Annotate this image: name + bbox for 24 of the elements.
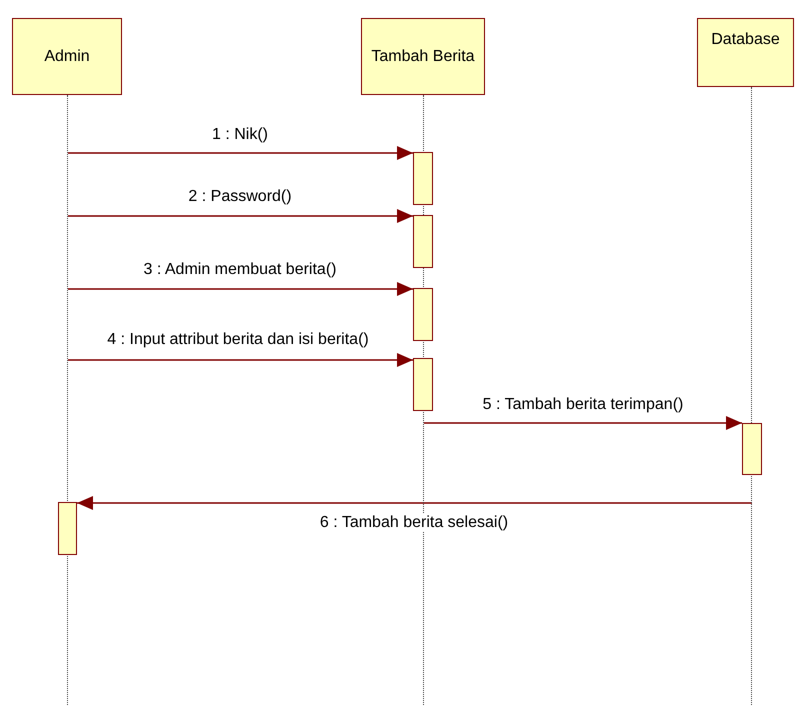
message-label: 3 : Admin membuat berita()	[142, 261, 338, 279]
message-arrow	[424, 416, 742, 430]
activation-bar	[413, 152, 433, 205]
lifeline-name: Tambah Berita	[371, 48, 475, 66]
message-label: 2 : Password()	[186, 188, 294, 206]
message-arrow	[77, 496, 752, 510]
lifeline-header	[361, 18, 485, 95]
lifeline-header	[697, 18, 794, 87]
lifeline-name: Database	[711, 31, 780, 49]
message-label: 1 : Nik()	[210, 126, 270, 144]
message-label: 6 : Tambah berita selesai()	[318, 514, 510, 532]
activation-bar	[413, 358, 433, 411]
message-arrow	[68, 282, 413, 296]
message-arrow	[68, 146, 413, 160]
activation-bar	[413, 215, 433, 268]
message-arrow	[68, 209, 413, 223]
lifeline-name: Admin	[44, 48, 90, 66]
message-arrow	[68, 353, 413, 367]
activation-bar	[58, 502, 77, 555]
message-label: 4 : Input attribut berita dan isi berita()	[105, 331, 371, 349]
lifeline-header	[12, 18, 122, 95]
message-label: 5 : Tambah berita terimpan()	[480, 396, 686, 414]
activation-bar	[742, 423, 762, 475]
activation-bar	[413, 288, 433, 341]
